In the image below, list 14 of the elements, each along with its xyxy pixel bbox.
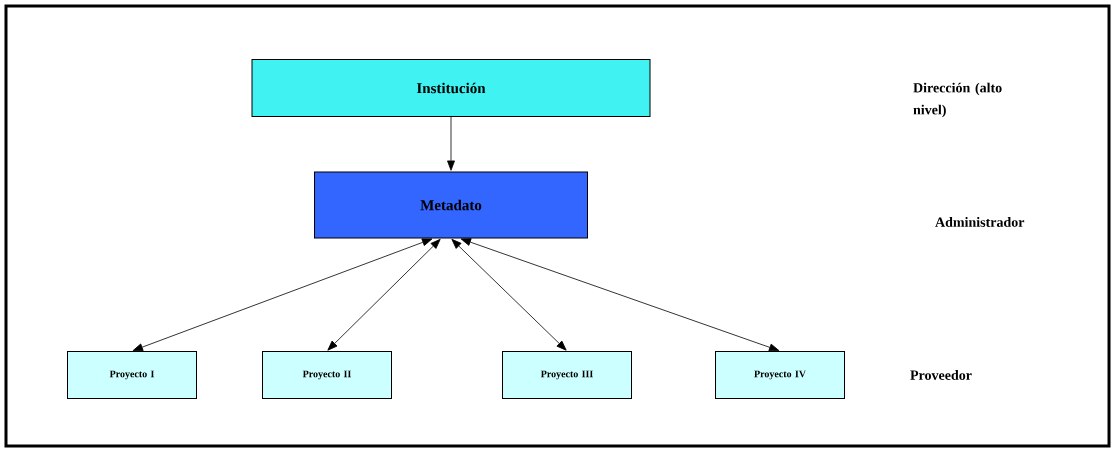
- project-box: Proyecto IV: [715, 351, 845, 399]
- arrow: [460, 238, 780, 352]
- project-box: Proyecto II: [262, 351, 392, 399]
- top-box: Institución: [251, 59, 651, 117]
- middle-box: Metadato: [314, 171, 588, 239]
- level-label: Proveedor: [910, 370, 972, 380]
- project-box: Proyecto III: [502, 351, 632, 399]
- arrow: [447, 116, 455, 171]
- level-label: Administrador: [935, 217, 1025, 227]
- level-label: Dirección (alto nivel): [913, 82, 1002, 118]
- arrow: [451, 238, 567, 351]
- arrow: [132, 238, 433, 351]
- project-box: Proyecto I: [67, 351, 197, 399]
- arrow: [327, 238, 441, 351]
